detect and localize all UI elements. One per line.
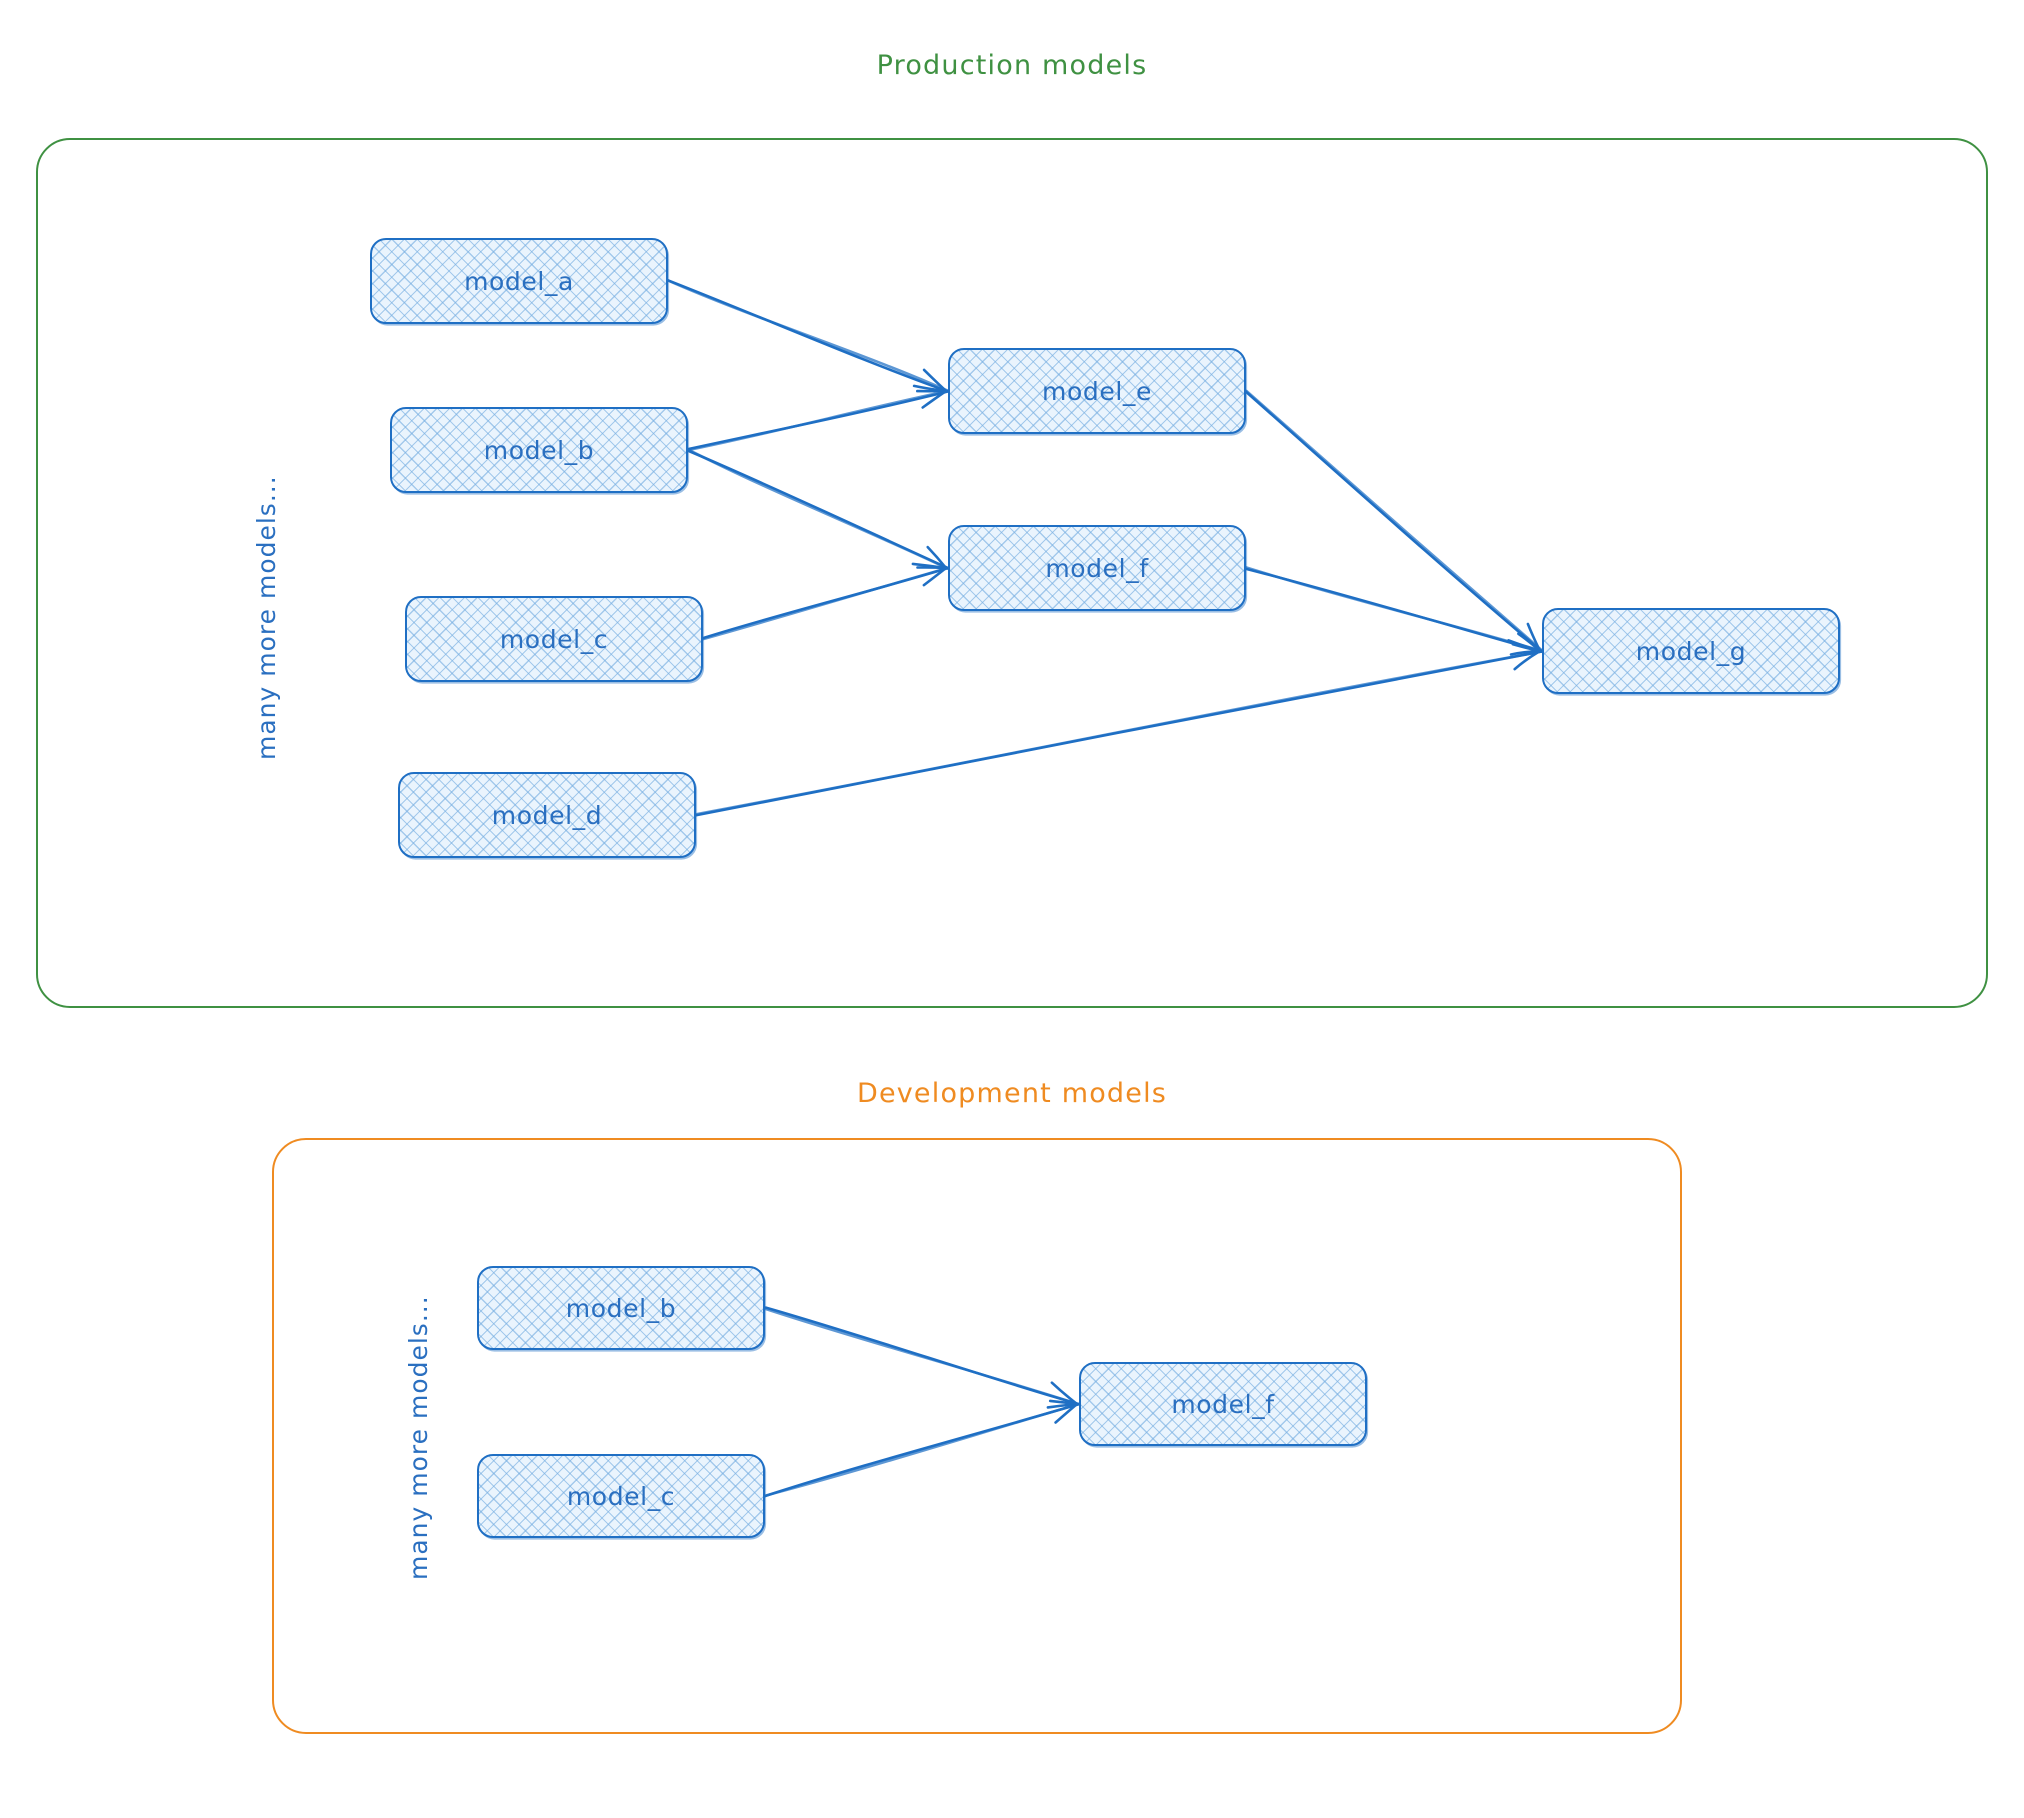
node-label: model_f — [1045, 553, 1149, 583]
production-node-model-a[interactable]: model_a — [370, 238, 668, 324]
node-label: model_b — [565, 1293, 677, 1323]
production-section-title: Production models — [876, 50, 1148, 81]
development-node-dev-model-b[interactable]: model_b — [477, 1266, 765, 1350]
node-label: model_c — [566, 1481, 676, 1511]
node-label: model_d — [491, 800, 603, 830]
node-label: model_b — [483, 435, 595, 465]
production-node-model-d[interactable]: model_d — [398, 772, 696, 858]
production-group-frame — [36, 138, 1988, 1008]
production-node-model-b[interactable]: model_b — [390, 407, 688, 493]
development-section-title: Development models — [856, 1078, 1168, 1109]
node-label: model_g — [1635, 636, 1747, 666]
development-node-dev-model-f[interactable]: model_f — [1079, 1362, 1367, 1446]
production-node-model-c[interactable]: model_c — [405, 596, 703, 682]
node-label: model_c — [499, 624, 609, 654]
development-side-caption: many more models... — [404, 1295, 433, 1580]
production-side-caption: many more models... — [252, 475, 281, 760]
node-label: model_a — [464, 266, 574, 296]
production-node-model-e[interactable]: model_e — [948, 348, 1246, 434]
development-node-dev-model-c[interactable]: model_c — [477, 1454, 765, 1538]
production-node-model-f[interactable]: model_f — [948, 525, 1246, 611]
node-label: model_e — [1042, 376, 1152, 406]
development-group-frame — [272, 1138, 1682, 1734]
node-label: model_f — [1171, 1389, 1275, 1419]
production-node-model-g[interactable]: model_g — [1542, 608, 1840, 694]
